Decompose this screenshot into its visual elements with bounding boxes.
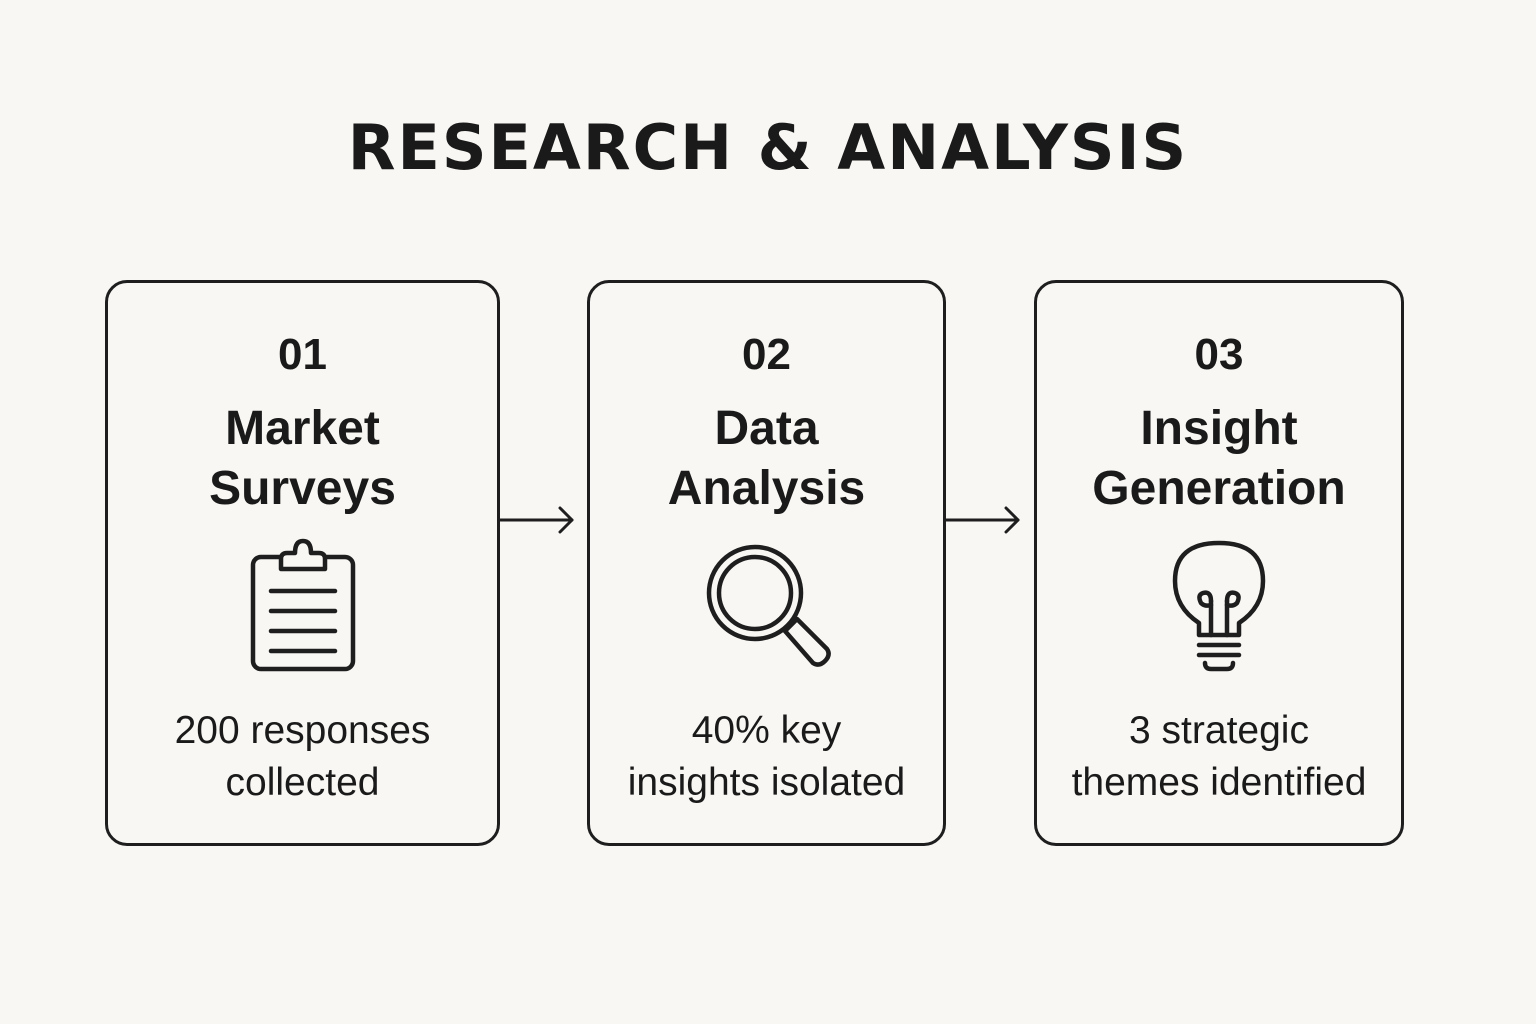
step-number: 03 (1194, 330, 1244, 379)
step-description-line: themes identified (1071, 761, 1367, 804)
step-card-market-surveys: 01 Market Surveys 200 responses collecte… (105, 280, 500, 846)
step-number: 01 (278, 330, 327, 379)
step-heading: Market Surveys (108, 399, 497, 519)
step-heading-line: Generation (1092, 462, 1346, 515)
step-description: 3 strategic themes identified (1037, 705, 1401, 809)
step-heading-line: Surveys (209, 462, 396, 515)
page-title: RESEARCH & ANALYSIS (347, 111, 1189, 184)
lightbulb-icon (1172, 540, 1266, 672)
step-card-data-analysis: 02 Data Analysis 40% key insights isolat… (587, 280, 946, 846)
step-description: 40% key insights isolated (590, 705, 943, 809)
step-number: 02 (742, 330, 791, 379)
step-description-line: collected (225, 761, 380, 804)
step-heading-line: Insight (1140, 402, 1298, 455)
step-heading: Insight Generation (1037, 399, 1401, 519)
step-description-line: 40% key (691, 709, 842, 752)
arrow-right-icon (944, 506, 1020, 534)
clipboard-icon (250, 538, 355, 672)
step-heading-line: Data (714, 402, 819, 455)
step-description-line: 3 strategic (1129, 709, 1309, 752)
step-heading: Data Analysis (590, 399, 943, 519)
step-heading-line: Analysis (667, 462, 866, 515)
step-card-insight-generation: 03 Insight Generation 3 strategic themes… (1034, 280, 1404, 846)
step-description: 200 responses collected (108, 705, 497, 809)
step-heading-line: Market (225, 402, 380, 455)
magnifying-glass-icon (706, 544, 831, 667)
arrow-right-icon (498, 506, 574, 534)
step-description-line: 200 responses (174, 709, 431, 752)
step-description-line: insights isolated (627, 761, 906, 804)
